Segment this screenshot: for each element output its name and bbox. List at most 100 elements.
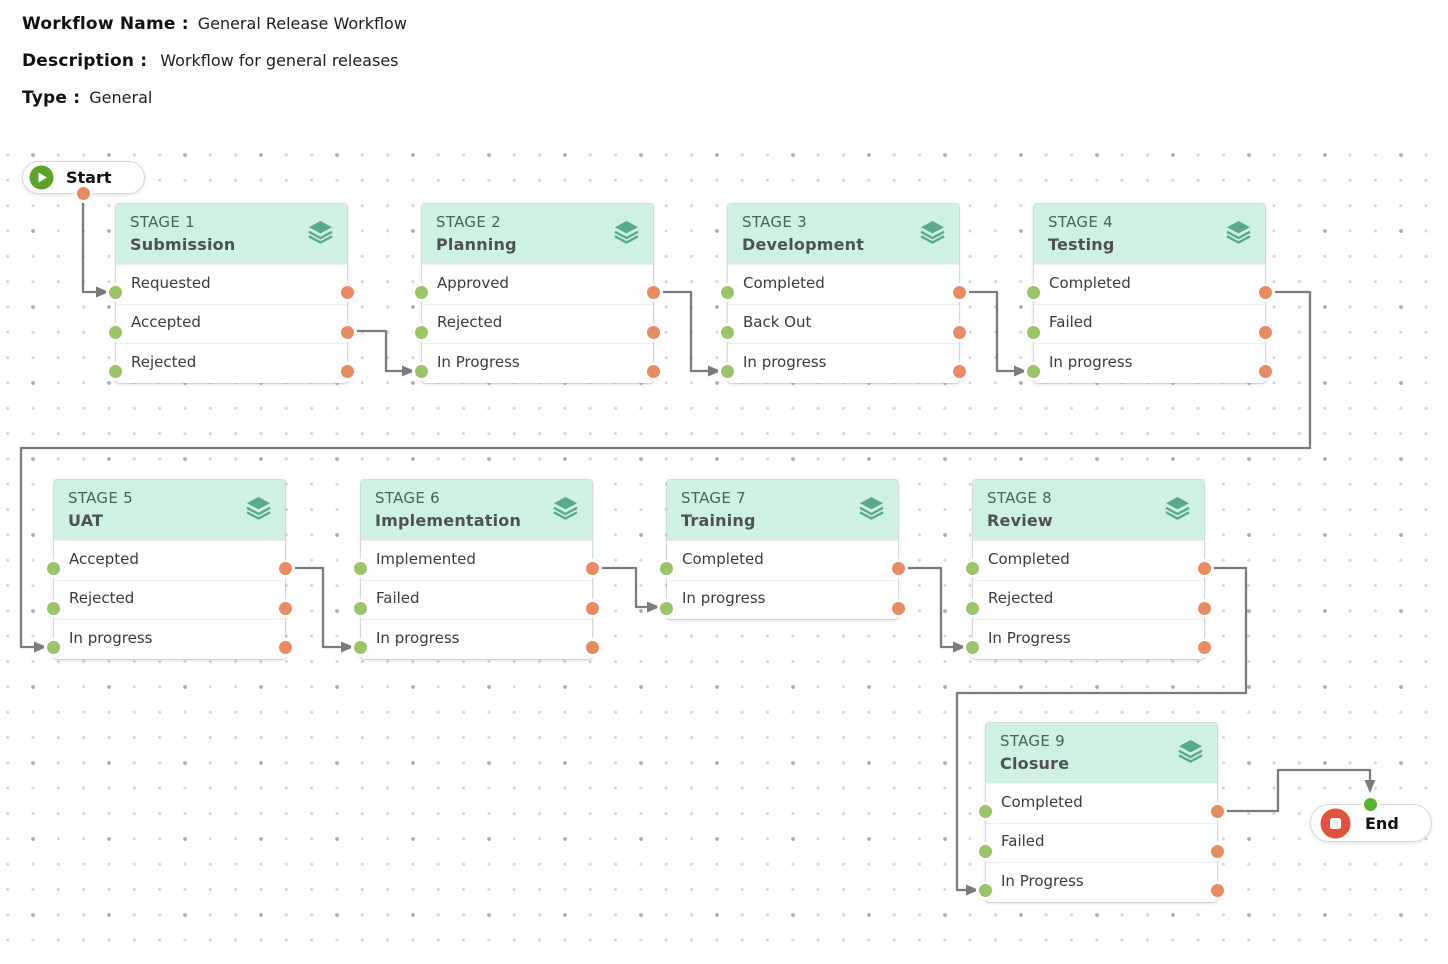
status-input-port[interactable]	[1027, 365, 1040, 379]
status-output-port[interactable]	[647, 286, 660, 299]
status-input-port[interactable]	[354, 641, 367, 655]
status-output-port[interactable]	[953, 325, 966, 339]
status-input-port[interactable]	[47, 601, 60, 615]
status-output-port[interactable]	[586, 562, 599, 575]
status-input-port[interactable]	[109, 286, 122, 299]
status-input-port[interactable]	[47, 562, 60, 575]
status-row[interactable]: Rejected	[47, 579, 292, 620]
status-output-port[interactable]	[892, 562, 905, 575]
status-row[interactable]: Implemented	[354, 540, 599, 580]
status-output-port[interactable]	[279, 601, 292, 615]
status-input-port[interactable]	[109, 325, 122, 339]
status-label: Requested	[131, 273, 211, 292]
status-input-port[interactable]	[660, 562, 673, 575]
status-row[interactable]: In Progress	[979, 862, 1224, 902]
status-row[interactable]: Failed	[354, 579, 599, 620]
status-row[interactable]: In progress	[354, 619, 599, 659]
status-input-port[interactable]	[721, 325, 734, 339]
status-row[interactable]: Completed	[966, 540, 1211, 580]
status-input-port[interactable]	[1027, 286, 1040, 299]
status-row[interactable]: Rejected	[415, 303, 660, 344]
status-input-port[interactable]	[47, 641, 60, 655]
status-label: Completed	[1001, 792, 1083, 811]
status-row[interactable]: Accepted	[47, 540, 292, 580]
type-row: Type : General	[22, 88, 407, 108]
status-output-port[interactable]	[586, 601, 599, 615]
status-row[interactable]: Approved	[415, 264, 660, 304]
status-input-port[interactable]	[966, 641, 979, 655]
status-output-port[interactable]	[279, 562, 292, 575]
status-output-port[interactable]	[1211, 844, 1224, 858]
status-input-port[interactable]	[966, 562, 979, 575]
status-row[interactable]: Rejected	[109, 343, 354, 383]
status-input-port[interactable]	[415, 365, 428, 379]
status-output-port[interactable]	[953, 286, 966, 299]
status-row[interactable]: Accepted	[109, 303, 354, 344]
start-output-port[interactable]	[77, 187, 90, 200]
layers-icon	[1226, 221, 1251, 244]
status-row[interactable]: In Progress	[415, 343, 660, 383]
status-input-port[interactable]	[354, 601, 367, 615]
status-output-port[interactable]	[341, 325, 354, 339]
status-input-port[interactable]	[979, 805, 992, 818]
status-row[interactable]: In progress	[660, 579, 905, 620]
status-output-port[interactable]	[1259, 325, 1272, 339]
status-input-port[interactable]	[354, 562, 367, 575]
status-input-port[interactable]	[966, 601, 979, 615]
end-input-port[interactable]	[1364, 798, 1377, 811]
status-output-port[interactable]	[341, 286, 354, 299]
status-row[interactable]: Completed	[721, 264, 966, 304]
start-node[interactable]: Start	[22, 161, 145, 200]
status-input-port[interactable]	[721, 286, 734, 299]
status-row[interactable]: In progress	[47, 619, 292, 659]
status-row[interactable]: Back Out	[721, 303, 966, 344]
status-input-port[interactable]	[415, 325, 428, 339]
status-row[interactable]: In progress	[721, 343, 966, 383]
status-label: In Progress	[988, 628, 1071, 647]
status-row[interactable]: Completed	[660, 540, 905, 580]
end-node[interactable]: End	[1310, 798, 1432, 842]
status-input-port[interactable]	[660, 601, 673, 615]
status-label: In progress	[682, 589, 766, 608]
status-row[interactable]: Failed	[979, 822, 1224, 863]
status-input-port[interactable]	[109, 365, 122, 379]
status-row[interactable]: Rejected	[966, 579, 1211, 620]
status-input-port[interactable]	[979, 844, 992, 858]
status-row[interactable]: Completed	[979, 783, 1224, 823]
status-input-port[interactable]	[1027, 325, 1040, 339]
status-output-port[interactable]	[1198, 601, 1211, 615]
status-input-port[interactable]	[721, 365, 734, 379]
status-output-port[interactable]	[647, 325, 660, 339]
status-input-port[interactable]	[979, 884, 992, 898]
status-row[interactable]: In progress	[1027, 343, 1272, 383]
status-row[interactable]: Completed	[1027, 264, 1272, 304]
layers-icon	[614, 221, 639, 244]
status-row[interactable]: Failed	[1027, 303, 1272, 344]
status-output-port[interactable]	[1211, 805, 1224, 818]
status-output-port[interactable]	[1198, 562, 1211, 575]
stage-number-label: STAGE 3	[742, 213, 808, 231]
status-input-port[interactable]	[415, 286, 428, 299]
status-output-port[interactable]	[892, 601, 905, 615]
status-row[interactable]: In Progress	[966, 619, 1211, 659]
play-icon	[29, 165, 54, 190]
status-label: Implemented	[376, 549, 476, 568]
status-output-port[interactable]	[1259, 286, 1272, 299]
status-row[interactable]: Requested	[109, 264, 354, 304]
description-label: Description :	[22, 51, 148, 71]
